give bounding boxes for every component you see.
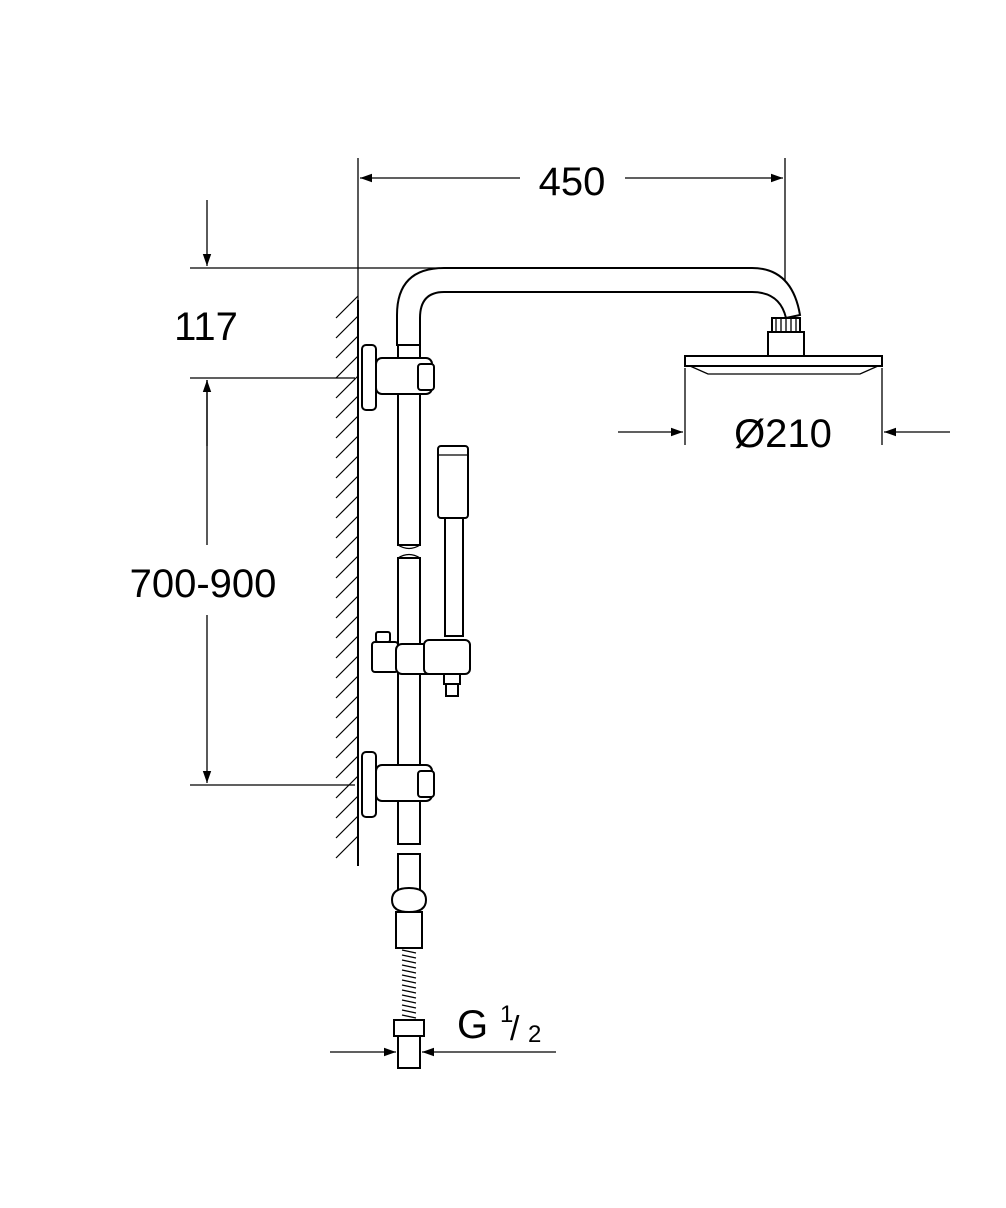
wall-hatch-line bbox=[335, 535, 359, 559]
dimension-700-900-label: 700-900 bbox=[130, 562, 277, 606]
thread-letter: G bbox=[457, 1003, 488, 1047]
hose-winding bbox=[401, 954, 417, 959]
hose-winding bbox=[401, 969, 417, 974]
lower-wall-bracket bbox=[361, 751, 435, 818]
wall-hatch-line bbox=[335, 815, 359, 839]
wall-hatch-line bbox=[335, 455, 359, 479]
hose-winding bbox=[401, 999, 417, 1004]
thread-slash: / bbox=[510, 1010, 520, 1048]
shower-hose-icon bbox=[390, 853, 428, 1069]
dimension-450-label: 450 bbox=[539, 160, 606, 204]
dimension-117-label: 117 bbox=[174, 305, 238, 349]
wall-hatch-line bbox=[335, 795, 359, 819]
wall-hatch-line bbox=[335, 335, 359, 359]
dimension-diameter: Ø210 bbox=[618, 368, 950, 456]
hose-winding bbox=[401, 1009, 417, 1014]
hose-winding bbox=[401, 979, 417, 984]
wall-hatch-line bbox=[335, 315, 359, 339]
wall-hatch-line bbox=[335, 755, 359, 779]
upper-wall-bracket bbox=[361, 344, 435, 411]
hose-winding bbox=[401, 1004, 417, 1009]
hose-winding bbox=[401, 1014, 417, 1019]
wall-hatch-line bbox=[335, 715, 359, 739]
thread-numerator: 1 bbox=[500, 1001, 513, 1028]
wall-hatch-line bbox=[335, 435, 359, 459]
hose-winding bbox=[401, 974, 417, 979]
hose-winding bbox=[401, 964, 417, 969]
wall-hatch-line bbox=[335, 695, 359, 719]
hose-winding bbox=[401, 989, 417, 994]
hose-winding bbox=[401, 984, 417, 989]
wall-hatch-line bbox=[335, 675, 359, 699]
hose-winding bbox=[401, 994, 417, 999]
hose-winding bbox=[401, 959, 417, 964]
wall-hatch-line bbox=[335, 495, 359, 519]
thread-denominator: 2 bbox=[528, 1021, 541, 1048]
dimension-700-900: 700-900 bbox=[130, 380, 355, 786]
rain-shower-head-icon bbox=[684, 355, 883, 375]
wall-hatch-line bbox=[335, 375, 359, 399]
wall-hatch-icon bbox=[335, 295, 359, 866]
hose-winding bbox=[401, 949, 417, 954]
wall-hatch-line bbox=[335, 575, 359, 599]
shower-arm bbox=[396, 267, 805, 357]
wall-hatch-line bbox=[335, 555, 359, 579]
wall-hatch-line bbox=[335, 615, 359, 639]
wall-hatch-line bbox=[335, 775, 359, 799]
wall-hatch-line bbox=[335, 595, 359, 619]
wall-hatch-line bbox=[335, 735, 359, 759]
wall-hatch-line bbox=[335, 515, 359, 539]
wall-hatch-line bbox=[335, 475, 359, 499]
hand-shower-icon bbox=[437, 445, 469, 637]
wall-hatch-line bbox=[335, 835, 359, 859]
dimension-diameter-label: Ø210 bbox=[734, 412, 832, 456]
wall-hatch-line bbox=[335, 295, 359, 319]
wall-hatch-line bbox=[335, 355, 359, 379]
dimension-thread: G 1 / 2 bbox=[330, 1001, 556, 1057]
dimension-450: 450 bbox=[357, 158, 786, 315]
wall-hatch-line bbox=[335, 415, 359, 439]
wall-hatch-line bbox=[335, 655, 359, 679]
wall-hatch-line bbox=[335, 635, 359, 659]
slider-holder bbox=[371, 631, 471, 697]
wall-hatch-line bbox=[335, 395, 359, 419]
